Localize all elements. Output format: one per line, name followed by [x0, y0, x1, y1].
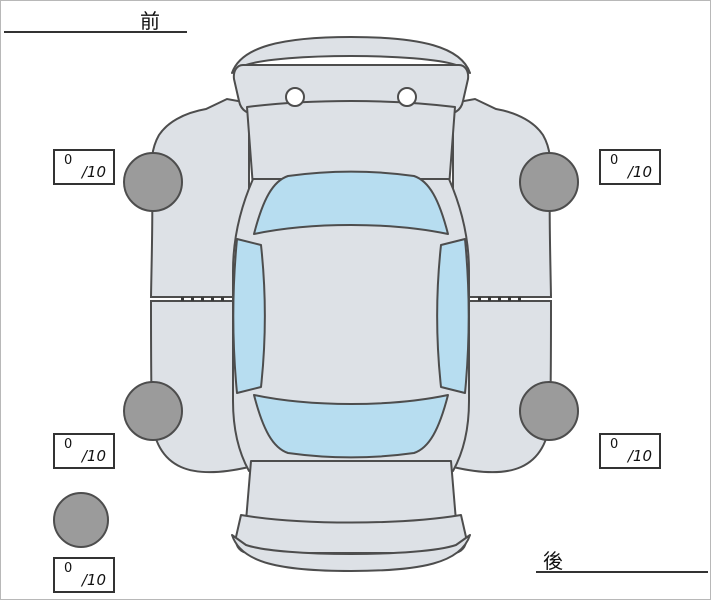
tire-rear-left — [123, 381, 183, 441]
glass-areas — [232, 170, 470, 459]
tire-front-right — [519, 152, 579, 212]
side-window-right — [436, 238, 470, 394]
tire-score-rear-left: 0 /10 — [53, 433, 115, 469]
tire-score-spare: 0 /10 — [53, 557, 115, 593]
tire-score-front-left: 0 /10 — [53, 149, 115, 185]
front-trim-strip — [231, 36, 471, 74]
score-max: /10 — [81, 571, 106, 589]
rear-window — [253, 394, 449, 459]
side-window-left — [232, 238, 266, 394]
tires — [53, 152, 579, 548]
score-max: /10 — [81, 447, 106, 465]
washer-nozzle-right — [397, 87, 417, 107]
score-max: /10 — [627, 163, 652, 181]
tire-rear-right — [519, 381, 579, 441]
car-center-body — [231, 36, 471, 572]
score-max: /10 — [81, 163, 106, 181]
tire-score-rear-right: 0 /10 — [599, 433, 661, 469]
score-value: 0 — [64, 153, 73, 168]
front-label: 前 — [140, 9, 161, 33]
rear-underline — [536, 571, 708, 573]
cabin — [232, 178, 470, 472]
tire-score-front-right: 0 /10 — [599, 149, 661, 185]
score-max: /10 — [627, 447, 652, 465]
score-value: 0 — [610, 153, 619, 168]
score-value: 0 — [610, 437, 619, 452]
hood — [246, 100, 456, 188]
tire-front-left — [123, 152, 183, 212]
rear-trim-strip — [231, 534, 471, 572]
washer-nozzle-left — [285, 87, 305, 107]
front-underline — [4, 31, 187, 33]
trunk — [245, 460, 457, 530]
score-value: 0 — [64, 437, 73, 452]
spare-tire — [53, 492, 109, 548]
windshield — [253, 170, 449, 235]
rear-label: 後 — [543, 549, 564, 573]
score-value: 0 — [64, 561, 73, 576]
washer-nozzles — [285, 87, 417, 107]
